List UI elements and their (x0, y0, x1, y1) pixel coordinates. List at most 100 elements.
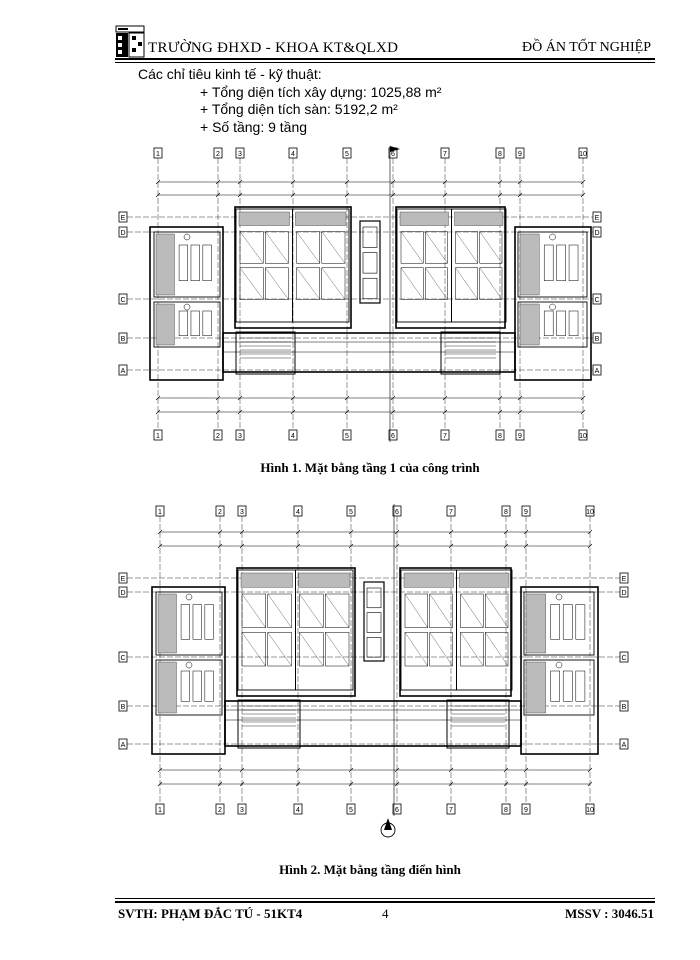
bed (404, 593, 428, 628)
dimension-tick (290, 179, 296, 185)
dimension-tick (580, 179, 586, 185)
grid-row-label: C (120, 297, 125, 304)
grid-bubble (288, 429, 298, 441)
bed-diagonal (404, 632, 428, 667)
dimension-tick (155, 179, 161, 185)
apartment-unit (235, 208, 293, 323)
wall-outline (236, 567, 356, 697)
bed-diagonal (321, 267, 346, 300)
balcony-hatch (454, 211, 504, 226)
fixture (185, 661, 193, 669)
bed (543, 244, 554, 281)
grid-col-label: 8 (504, 509, 508, 516)
bed (241, 593, 266, 628)
dimension-tick (523, 543, 529, 549)
dimension-tick (239, 767, 245, 773)
intro-item-build-area: + Tổng diện tích xây dựng: 1025,88 m² (200, 83, 442, 100)
bed (556, 310, 566, 336)
intro-item-floor-area: + Tổng diện tích sàn: 5192,2 m² (200, 101, 398, 117)
bed (404, 632, 428, 667)
apartment-unit (237, 569, 296, 691)
bed (562, 670, 573, 702)
wall-outline (514, 226, 592, 381)
grid-col-label-bottom: 6 (391, 433, 395, 440)
bed-diagonal (265, 267, 289, 300)
bed-diagonal (485, 593, 509, 628)
grid-bubble (153, 429, 163, 441)
stairwell (440, 331, 501, 375)
elevator-shaft (366, 637, 382, 658)
bed (202, 310, 212, 336)
grid-col-label-bottom: 10 (586, 807, 594, 814)
grid-bubble (342, 429, 352, 441)
grid-row-label: D (120, 590, 125, 597)
balcony-hatch (403, 572, 454, 588)
dimension-tick (217, 781, 223, 787)
dimension-tick (348, 767, 354, 773)
bed-diagonal (239, 267, 264, 300)
dimension-tick (157, 543, 163, 549)
grid-row-label: A (121, 742, 126, 749)
grid-bubble (515, 429, 525, 441)
apartment-unit (295, 569, 354, 691)
elevator-core (363, 581, 385, 662)
bed (425, 231, 448, 264)
wall-outline (149, 226, 224, 381)
apartment-unit (400, 569, 457, 691)
room-hatch (155, 233, 175, 296)
bed (265, 267, 289, 300)
bed (550, 670, 560, 702)
grid-col-label-bottom: 8 (504, 807, 508, 814)
fixture (183, 233, 191, 241)
dimension-tick (239, 529, 245, 535)
dimension-tick (239, 543, 245, 549)
grid-col-label-bottom: 1 (158, 807, 162, 814)
dimension-tick (442, 409, 448, 415)
bed (296, 267, 320, 300)
balcony-hatch (399, 211, 449, 226)
bed (479, 267, 503, 300)
dimension-tick (295, 767, 301, 773)
bed-diagonal (325, 593, 350, 628)
grid-col-label-bottom: 10 (579, 433, 587, 440)
intro-heading: Các chỉ tiêu kinh tế - kỹ thuật: (138, 66, 322, 82)
dimension-tick (587, 543, 593, 549)
bed (568, 244, 579, 281)
grid-bubble (215, 803, 225, 815)
dimension-tick (448, 543, 454, 549)
intro-item-floors: + Số tầng: 9 tầng (200, 118, 308, 135)
dimension-tick (390, 409, 396, 415)
bed-diagonal (404, 593, 428, 628)
grid-col-label: 5 (345, 151, 349, 158)
wall-outline (222, 332, 516, 373)
bed-diagonal (479, 267, 503, 300)
elevator-shaft (362, 226, 378, 248)
compass-arrow-icon (384, 818, 392, 830)
dimension-tick (295, 781, 301, 787)
room-hatch (525, 593, 546, 654)
bed-diagonal (460, 593, 484, 628)
page-header: TRƯỜNG ĐHXD - KHOA KT&QLXD ĐỒ ÁN TỐT NGH… (115, 25, 655, 60)
room (155, 659, 223, 716)
dimension-tick (157, 781, 163, 787)
dimension-tick (497, 179, 503, 185)
grid-col-label: 7 (449, 509, 453, 516)
bed (321, 267, 346, 300)
bed-diagonal (455, 267, 478, 300)
elevator-shaft (366, 612, 382, 633)
bed-diagonal (485, 632, 509, 667)
bed (485, 632, 509, 667)
bed (178, 310, 188, 336)
balcony-hatch (298, 572, 351, 588)
grid-row-label: B (121, 336, 126, 343)
room (153, 301, 221, 348)
grid-col-label-bottom: 3 (238, 433, 242, 440)
balcony-hatch (240, 572, 293, 588)
header-project: ĐỒ ÁN TỐT NGHIỆP (522, 40, 651, 55)
dimension-tick (295, 529, 301, 535)
grid-row-label: B (121, 704, 126, 711)
apartment-unit (292, 208, 350, 323)
dimension-tick (587, 781, 593, 787)
dimension-tick (155, 192, 161, 198)
grid-col-label: 6 (391, 151, 395, 158)
